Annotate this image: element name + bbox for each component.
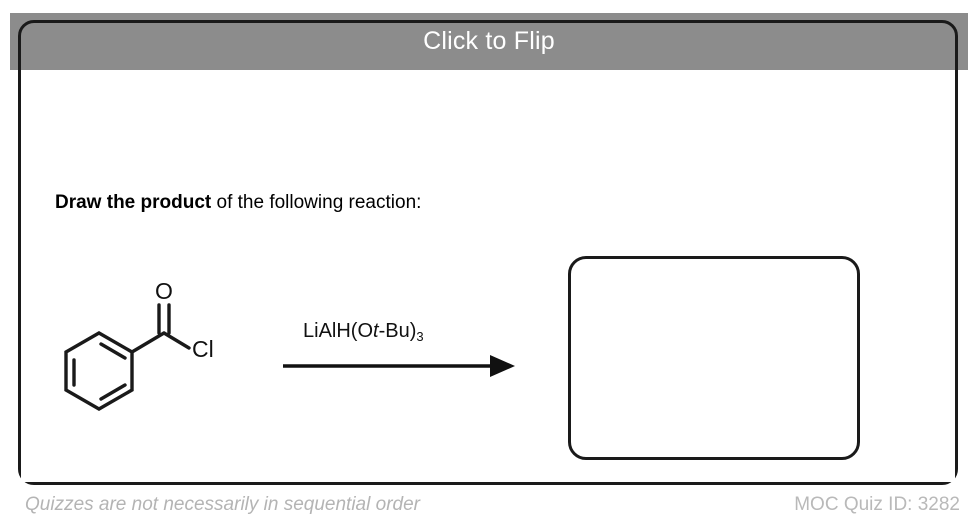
page-title: Draw the product of the following reacti… bbox=[55, 192, 421, 214]
reagent-subscript: 3 bbox=[416, 329, 424, 344]
reagent-label: LiAlH(Ot-Bu)3 bbox=[303, 320, 424, 344]
flashcard[interactable] bbox=[18, 20, 958, 485]
prompt-rest-text: of the following reaction: bbox=[211, 192, 422, 213]
footer-note: Quizzes are not necessarily in sequentia… bbox=[25, 494, 420, 515]
quiz-id-label: MOC Quiz ID: 3282 bbox=[794, 494, 960, 515]
prompt-bold-text: Draw the product bbox=[55, 192, 212, 213]
product-answer-box[interactable] bbox=[568, 256, 860, 460]
click-to-flip-label[interactable]: Click to Flip bbox=[423, 27, 555, 55]
reagent-prefix: LiAlH(O bbox=[303, 320, 374, 342]
reagent-middle: -Bu) bbox=[378, 320, 417, 342]
reagent-italic-t: t bbox=[373, 320, 379, 342]
